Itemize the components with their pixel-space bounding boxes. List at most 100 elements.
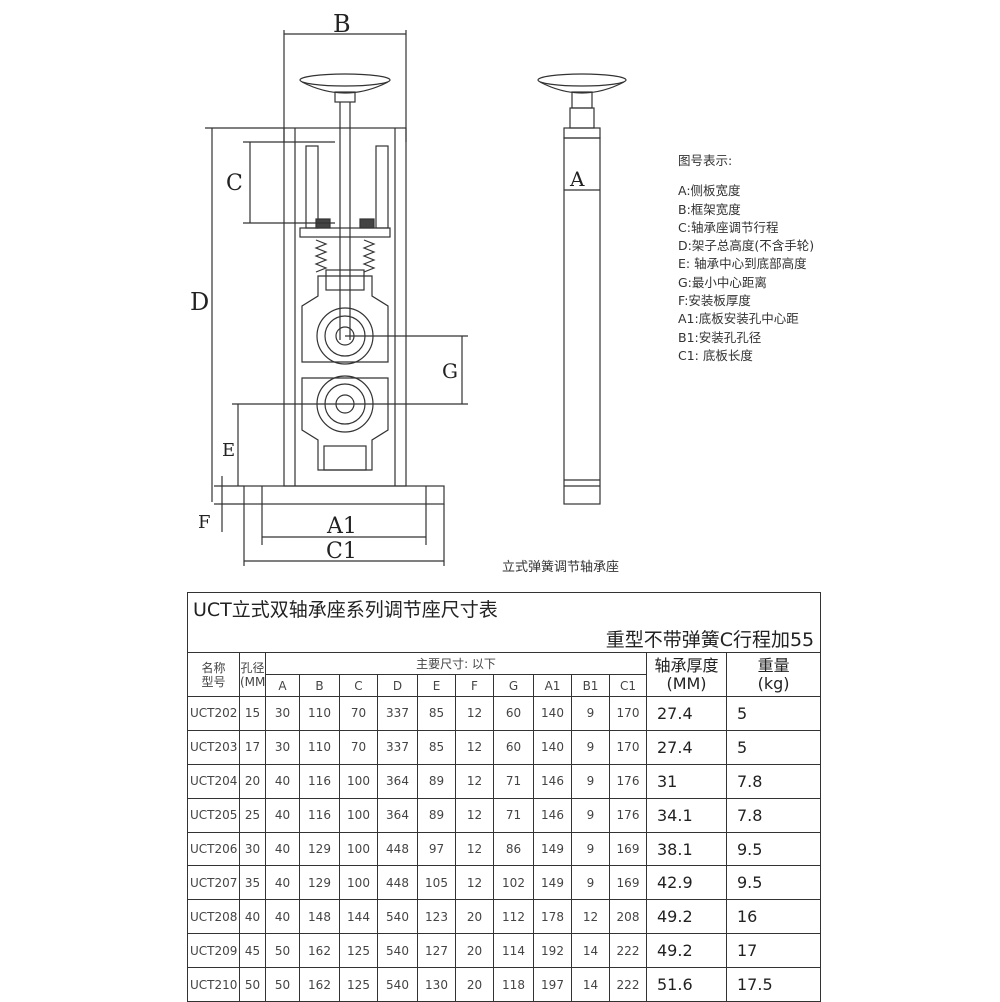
table-cell: 12 <box>455 729 494 765</box>
legend-item-c: C:轴承座调节行程 <box>678 219 779 235</box>
table-cell: 100 <box>339 763 378 799</box>
table-cell: 60 <box>493 729 534 765</box>
legend-item-g: G:最小中心距离 <box>678 274 767 290</box>
col-header: F <box>455 674 494 697</box>
table-cell: 197 <box>533 967 572 1002</box>
table-cell: 45 <box>239 933 266 969</box>
technical-drawing: B C D G E F A1 C1 A <box>190 10 627 566</box>
table-cell: 12 <box>455 831 494 867</box>
table-cell: 337 <box>377 729 418 765</box>
col-header: B1 <box>571 674 610 697</box>
table-cell: 20 <box>455 933 494 969</box>
table-cell: 176 <box>609 797 647 833</box>
table-cell: 40 <box>265 899 300 935</box>
model-cell: UCT205 <box>187 797 240 833</box>
table-cell: 540 <box>377 933 418 969</box>
table-cell: 149 <box>533 831 572 867</box>
table-cell: 9 <box>571 763 610 799</box>
legend-item-c1: C1: 底板长度 <box>678 347 753 363</box>
table-cell: 12 <box>571 899 610 935</box>
table-cell: 30 <box>265 696 300 731</box>
header-bore: 孔径(MM) <box>239 652 266 697</box>
col-header: E <box>417 674 456 697</box>
drawing-caption: 立式弹簧调节轴承座 <box>502 560 620 575</box>
table-cell: 540 <box>377 899 418 935</box>
table-cell: 144 <box>339 899 378 935</box>
legend-item-d: D:架子总高度(不含手轮) <box>678 238 815 254</box>
dim-label-a1: A1 <box>326 514 357 539</box>
col-header: B <box>299 674 340 697</box>
table-cell: 27.4 <box>646 729 727 765</box>
dim-label-g: G <box>442 359 458 383</box>
table-cell: 40 <box>239 899 266 935</box>
table-cell: 162 <box>299 967 340 1002</box>
header-weight: 重量(kg) <box>725 652 822 697</box>
header-bearing-thickness: 轴承厚度(MM) <box>646 652 727 697</box>
table-cell: 9 <box>571 729 610 765</box>
table-cell: 34.1 <box>646 797 727 833</box>
dim-label-c: C <box>226 171 243 196</box>
table-cell: 12 <box>455 763 494 799</box>
table-cell: 60 <box>493 696 534 731</box>
table-cell: 222 <box>609 967 647 1002</box>
table-cell: 100 <box>339 831 378 867</box>
table-cell: 70 <box>339 729 378 765</box>
table-cell: 129 <box>299 831 340 867</box>
table-cell: 85 <box>417 729 456 765</box>
table-cell: 146 <box>533 797 572 833</box>
model-cell: UCT204 <box>187 763 240 799</box>
legend-title: 图号表示: <box>678 153 733 168</box>
table-cell: 9.5 <box>725 831 822 867</box>
table-cell: 40 <box>265 831 300 867</box>
table-cell: 49.2 <box>646 933 727 969</box>
table-cell: 25 <box>239 797 266 833</box>
table-cell: 9.5 <box>725 865 822 901</box>
table-cell: 30 <box>265 729 300 765</box>
table-cell: 14 <box>571 967 610 1002</box>
table-cell: 125 <box>339 967 378 1002</box>
header-main-dimensions: 主要尺寸: 以下 <box>265 652 647 675</box>
table-cell: 50 <box>265 967 300 1002</box>
table-cell: 222 <box>609 933 647 969</box>
table-cell: 42.9 <box>646 865 727 901</box>
table-cell: 20 <box>455 899 494 935</box>
table-cell: 71 <box>493 797 534 833</box>
table-cell: 140 <box>533 696 572 731</box>
table-cell: 5 <box>725 696 822 731</box>
table-cell: 114 <box>493 933 534 969</box>
col-header: G <box>493 674 534 697</box>
side-handwheel <box>537 73 627 87</box>
table-cell: 9 <box>571 831 610 867</box>
legend-item-b: B:框架宽度 <box>678 201 741 217</box>
dim-label-b: B <box>333 10 351 38</box>
handwheel <box>299 73 391 87</box>
col-header: C1 <box>609 674 647 697</box>
table-cell: 170 <box>609 729 647 765</box>
table-cell: 86 <box>493 831 534 867</box>
dim-label-e: E <box>222 440 235 461</box>
dim-label-c1: C1 <box>326 539 357 564</box>
table-cell: 448 <box>377 865 418 901</box>
table-title: UCT立式双轴承座系列调节座尺寸表 <box>186 592 822 625</box>
col-header: A <box>265 674 300 697</box>
legend-item-a: A:侧板宽度 <box>678 183 741 199</box>
table-cell: 17 <box>725 933 822 969</box>
table-cell: 364 <box>377 797 418 833</box>
table-cell: 5 <box>725 729 822 765</box>
table-cell: 127 <box>417 933 456 969</box>
table-cell: 40 <box>265 763 300 799</box>
table-cell: 89 <box>417 763 456 799</box>
table-cell: 9 <box>571 696 610 731</box>
table-cell: 116 <box>299 797 340 833</box>
col-header: C <box>339 674 378 697</box>
table-cell: 31 <box>646 763 727 799</box>
table-cell: 105 <box>417 865 456 901</box>
table-cell: 208 <box>609 899 647 935</box>
